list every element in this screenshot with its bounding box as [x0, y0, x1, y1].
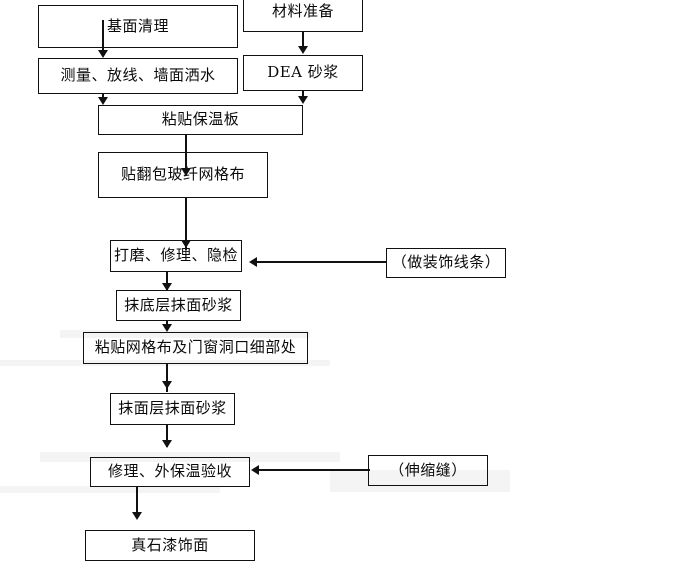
edge-arrowhead	[98, 97, 108, 105]
node-label: （做装饰线条）	[391, 253, 501, 272]
node-paste-insulation[interactable]: 粘贴保温板	[98, 105, 303, 135]
edge-arrowhead	[162, 324, 172, 332]
node-label: DEA 砂浆	[267, 63, 339, 82]
edge-arrowhead	[298, 96, 308, 104]
node-grind-repair-inspect[interactable]: 打磨、修理、隐检	[110, 240, 242, 272]
edge-base-cleaning-to-measure	[102, 20, 104, 50]
edge-arrowhead	[249, 257, 257, 267]
edge-expansion-joint-to-repair-acceptance	[258, 469, 370, 471]
node-measure-line-water[interactable]: 测量、放线、墙面洒水	[38, 58, 238, 94]
edge-face-plaster-to-repair-acceptance	[166, 425, 168, 447]
node-label: 材料准备	[271, 2, 334, 21]
node-dea-mortar[interactable]: DEA 砂浆	[243, 55, 363, 91]
node-stone-paint-finish[interactable]: 真石漆饰面	[85, 530, 255, 561]
node-label: 抹面层抹面砂浆	[118, 399, 227, 418]
edge-arrowhead	[251, 465, 259, 475]
node-face-plaster[interactable]: 抹面层抹面砂浆	[110, 393, 235, 425]
node-label: 测量、放线、墙面洒水	[60, 66, 216, 85]
edge-wrap-mesh-to-grind	[185, 198, 187, 250]
node-material-preparation[interactable]: 材料准备	[243, 0, 363, 32]
edge-arrowhead	[162, 440, 172, 448]
node-label: 抹底层抹面砂浆	[124, 295, 233, 314]
edge-grind-to-base-plaster	[166, 272, 168, 290]
edge-material-to-dea	[302, 32, 304, 47]
node-label: 打磨、修理、隐检	[113, 246, 238, 265]
node-label: 修理、外保温验收	[107, 462, 232, 481]
edge-mesh-openings-to-face-plaster	[166, 364, 168, 392]
edge-arrowhead	[132, 512, 142, 520]
edge-dea-to-paste-insulation	[302, 91, 304, 97]
edge-arrowhead	[181, 168, 191, 176]
node-base-cleaning[interactable]: 基面清理	[38, 5, 238, 48]
edge-decorative-to-grind	[256, 261, 386, 263]
edge-arrowhead	[162, 283, 172, 291]
node-decorative-lines[interactable]: （做装饰线条）	[386, 248, 506, 278]
edge-measure-to-paste-insulation	[102, 94, 104, 99]
node-base-plaster[interactable]: 抹底层抹面砂浆	[116, 290, 241, 321]
node-label: （伸缩缝）	[389, 460, 467, 479]
edge-arrowhead	[162, 381, 172, 389]
edge-arrowhead	[181, 240, 191, 248]
edge-repair-acceptance-to-stone-paint	[136, 487, 138, 517]
edge-arrowhead	[298, 46, 308, 54]
scan-artifact	[0, 486, 220, 493]
edge-arrowhead	[98, 50, 108, 58]
node-repair-acceptance[interactable]: 修理、外保温验收	[90, 457, 250, 487]
node-label: 粘贴保温板	[161, 110, 240, 129]
edge-paste-insulation-to-wrap-mesh	[185, 135, 187, 175]
node-label: 粘贴网格布及门窗洞口细部处	[94, 338, 297, 357]
node-label: 基面清理	[106, 16, 169, 35]
node-expansion-joint[interactable]: （伸缩缝）	[368, 455, 488, 486]
node-mesh-openings[interactable]: 粘贴网格布及门窗洞口细部处	[83, 332, 308, 364]
node-label: 真石漆饰面	[131, 535, 209, 554]
